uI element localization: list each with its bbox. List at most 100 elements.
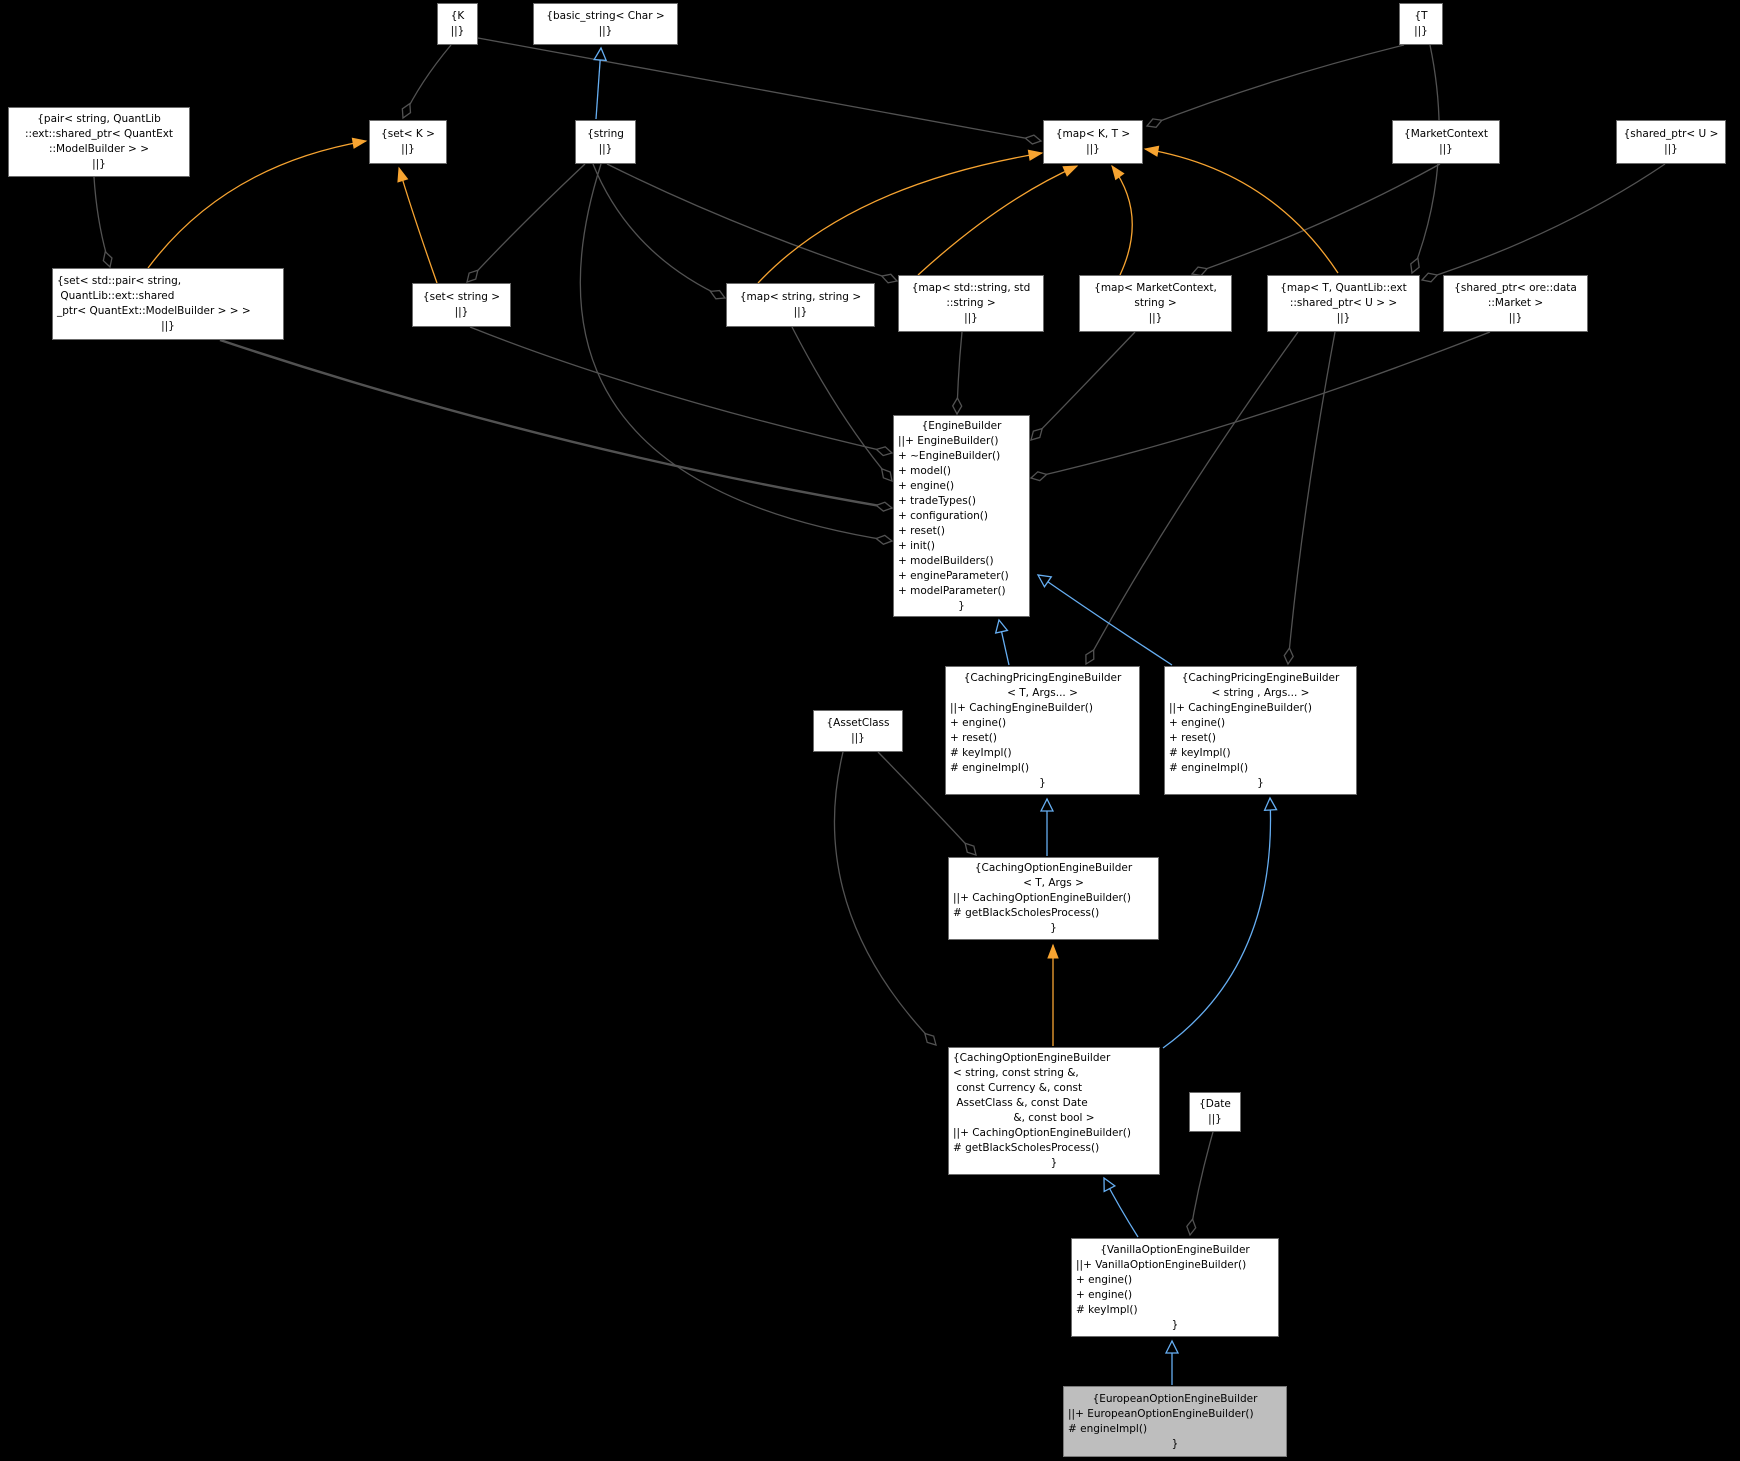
node-map-k-t-line: ||} [1086,143,1100,155]
edge-map-marketcontext-tpl-map-k-t [1111,165,1133,276]
node-caching-option-engine-builder-t-line: # getBlackScholesProcess() [953,907,1100,919]
node-shared-ptr-u-line: ||} [1664,143,1678,155]
node-caching-pricing-engine-builder-string-line: # engineImpl() [1169,761,1249,774]
arrow-arrowhead-icon [1143,145,1160,157]
node-engine-builder-line: + engine() [898,479,955,492]
diamond-arrowhead-icon [880,467,893,483]
triangle-arrowhead-icon [994,618,1009,634]
edge-caching-option-string-inherits-caching-pricing-string [1162,797,1272,1049]
node-caching-option-engine-builder-t[interactable]: {CachingOptionEngineBuilder< T, Args >||… [948,857,1159,940]
node-map-string-string-line: ||} [793,306,808,318]
diamond-arrowhead-icon [1085,648,1095,666]
node-european-option-engine-builder[interactable]: {EuropeanOptionEngineBuilder||+ European… [1063,1386,1287,1457]
node-map-marketcontext-string[interactable]: {map< MarketContext,string >||} [1079,275,1232,332]
node-caching-option-engine-builder-string-line: } [1050,1157,1058,1169]
diamond-arrowhead-icon [1410,256,1420,275]
node-caching-pricing-engine-builder-string-line: # keyImpl() [1169,746,1231,759]
node-shared-ptr-u[interactable]: {shared_ptr< U >||} [1616,120,1726,164]
node-caching-pricing-engine-builder-string-line: + engine() [1169,716,1226,729]
edge-map-stdstring-tpl-map-k-t [917,165,1078,276]
edge-map-t-sharedptr-u-to-caching-pricing-t [1085,331,1299,665]
node-set-k[interactable]: {set< K >||} [369,120,447,164]
node-engine-builder-line: + tradeTypes() [898,494,976,507]
node-k-line: {K [450,10,465,22]
edge-string-to-map-string-string [592,163,726,299]
diamond-arrowhead-icon [1186,1217,1197,1237]
node-basic-string-char[interactable]: {basic_string< Char > ||} [533,3,678,45]
node-engine-builder-line: + modelBuilders() [898,554,994,567]
diamond-arrowhead-icon [1023,134,1043,145]
node-date[interactable]: {Date||} [1189,1092,1241,1132]
node-market-context[interactable]: {MarketContext||} [1392,120,1500,164]
edge-k-to-map-k-t [477,37,1042,142]
node-engine-builder-line: + init() [898,539,935,552]
node-t-line: {T [1414,10,1428,22]
node-map-string-string[interactable]: {map< string, string >||} [726,283,875,327]
edge-map-string-string-tpl-map-k-t [757,152,1043,284]
node-map-t-sharedptr-u[interactable]: {map< T, QuantLib::ext::shared_ptr< U > … [1267,275,1420,332]
triangle-arrowhead-icon [593,46,608,62]
node-set-pair-modelbuilder-line: _ptr< QuantExt::ModelBuilder > > > [57,305,251,317]
node-asset-class-line: ||} [851,732,865,744]
node-vanilla-option-engine-builder-line: + engine() [1076,1288,1133,1301]
node-basic-string-char-line: ||} [598,25,613,37]
node-pair-string-modelbuilder-line: ||} [92,158,106,170]
arrow-arrowhead-icon [1062,165,1079,177]
node-caching-option-engine-builder-string-line: < string, const string &, [953,1067,1079,1079]
edge-date-to-vanilla [1189,1131,1214,1236]
node-caching-pricing-engine-builder-string[interactable]: {CachingPricingEngineBuilder< string , A… [1164,666,1357,795]
node-engine-builder-line: ||+ EngineBuilder() [898,434,999,447]
node-caching-option-engine-builder-string[interactable]: {CachingOptionEngineBuilder< string, con… [948,1047,1160,1175]
diamond-arrowhead-icon [951,396,963,416]
diamond-arrowhead-icon [874,534,894,545]
node-engine-builder-line: + configuration() [898,509,988,522]
node-caching-pricing-engine-builder-t-line: < T, Args... > [1007,686,1078,699]
diamond-arrowhead-icon [1145,118,1164,128]
node-caching-pricing-engine-builder-string-line: < string , Args... > [1211,686,1310,699]
node-caching-option-engine-builder-string-line: ||+ CachingOptionEngineBuilder() [953,1127,1131,1139]
node-map-k-t-line: {map< K, T > [1055,128,1131,140]
node-caching-pricing-engine-builder-t-line: ||+ CachingEngineBuilder() [950,701,1093,714]
node-map-stdstring-stdstring-line: ::string > [946,297,996,309]
node-t-line: ||} [1414,25,1428,37]
node-k[interactable]: {K||} [437,3,478,45]
node-map-stdstring-stdstring[interactable]: {map< std::string, std::string >||} [898,275,1044,332]
node-map-marketcontext-string-line: ||} [1148,312,1163,324]
node-engine-builder-line: + model() [898,464,952,477]
edge-string-to-map-stdstring [606,163,898,282]
node-engine-builder-line: + engineParameter() [898,569,1009,582]
node-caching-option-engine-builder-string-line: const Currency &, const [953,1082,1083,1094]
node-map-t-sharedptr-u-line: {map< T, QuantLib::ext [1280,282,1407,294]
node-map-k-t[interactable]: {map< K, T > ||} [1043,120,1143,164]
node-caching-pricing-engine-builder-string-line: } [1257,776,1264,789]
edge-map-t-sharedptr-u-tpl-map-k-t [1144,148,1339,274]
node-asset-class[interactable]: {AssetClass||} [813,710,903,752]
node-string[interactable]: {string||} [575,120,636,164]
node-set-k-line: ||} [401,143,415,155]
node-date-line: ||} [1208,1113,1222,1125]
node-set-pair-modelbuilder[interactable]: {set< std::pair< string, QuantLib::ext::… [52,268,284,340]
node-shared-ptr-market[interactable]: {shared_ptr< ore::data::Market >||} [1443,275,1588,332]
node-t[interactable]: {T ||} [1399,3,1443,45]
node-caching-pricing-engine-builder-t[interactable]: {CachingPricingEngineBuilder< T, Args...… [945,666,1140,795]
diamond-arrowhead-icon [102,250,113,269]
node-market-context-line: ||} [1439,143,1453,155]
node-pair-string-modelbuilder[interactable]: {pair< string, QuantLib::ext::shared_ptr… [8,107,190,177]
node-set-string[interactable]: {set< string >||} [412,283,511,327]
node-caching-option-engine-builder-t-line: } [1050,922,1057,934]
node-caching-option-engine-builder-t-line: {CachingOptionEngineBuilder [974,862,1133,874]
node-caching-pricing-engine-builder-string-line: ||+ CachingEngineBuilder() [1169,701,1312,714]
node-engine-builder-line: + reset() [898,524,945,537]
node-vanilla-option-engine-builder-line: # keyImpl() [1076,1303,1138,1316]
node-shared-ptr-market-line: ::Market > [1487,297,1544,309]
node-caching-pricing-engine-builder-t-line: + reset() [950,731,997,744]
node-basic-string-char-line: {basic_string< Char > [546,10,665,22]
diamond-arrowhead-icon [923,1032,937,1046]
node-shared-ptr-market-line: {shared_ptr< ore::data [1454,282,1577,294]
node-vanilla-option-engine-builder[interactable]: {VanillaOptionEngineBuilder||+ VanillaOp… [1071,1238,1279,1337]
node-engine-builder[interactable]: {EngineBuilder||+ EngineBuilder()+ ~Engi… [893,415,1030,617]
node-caching-option-engine-builder-string-line: AssetClass &, const Date [953,1097,1088,1109]
diamond-arrowhead-icon [401,102,412,120]
